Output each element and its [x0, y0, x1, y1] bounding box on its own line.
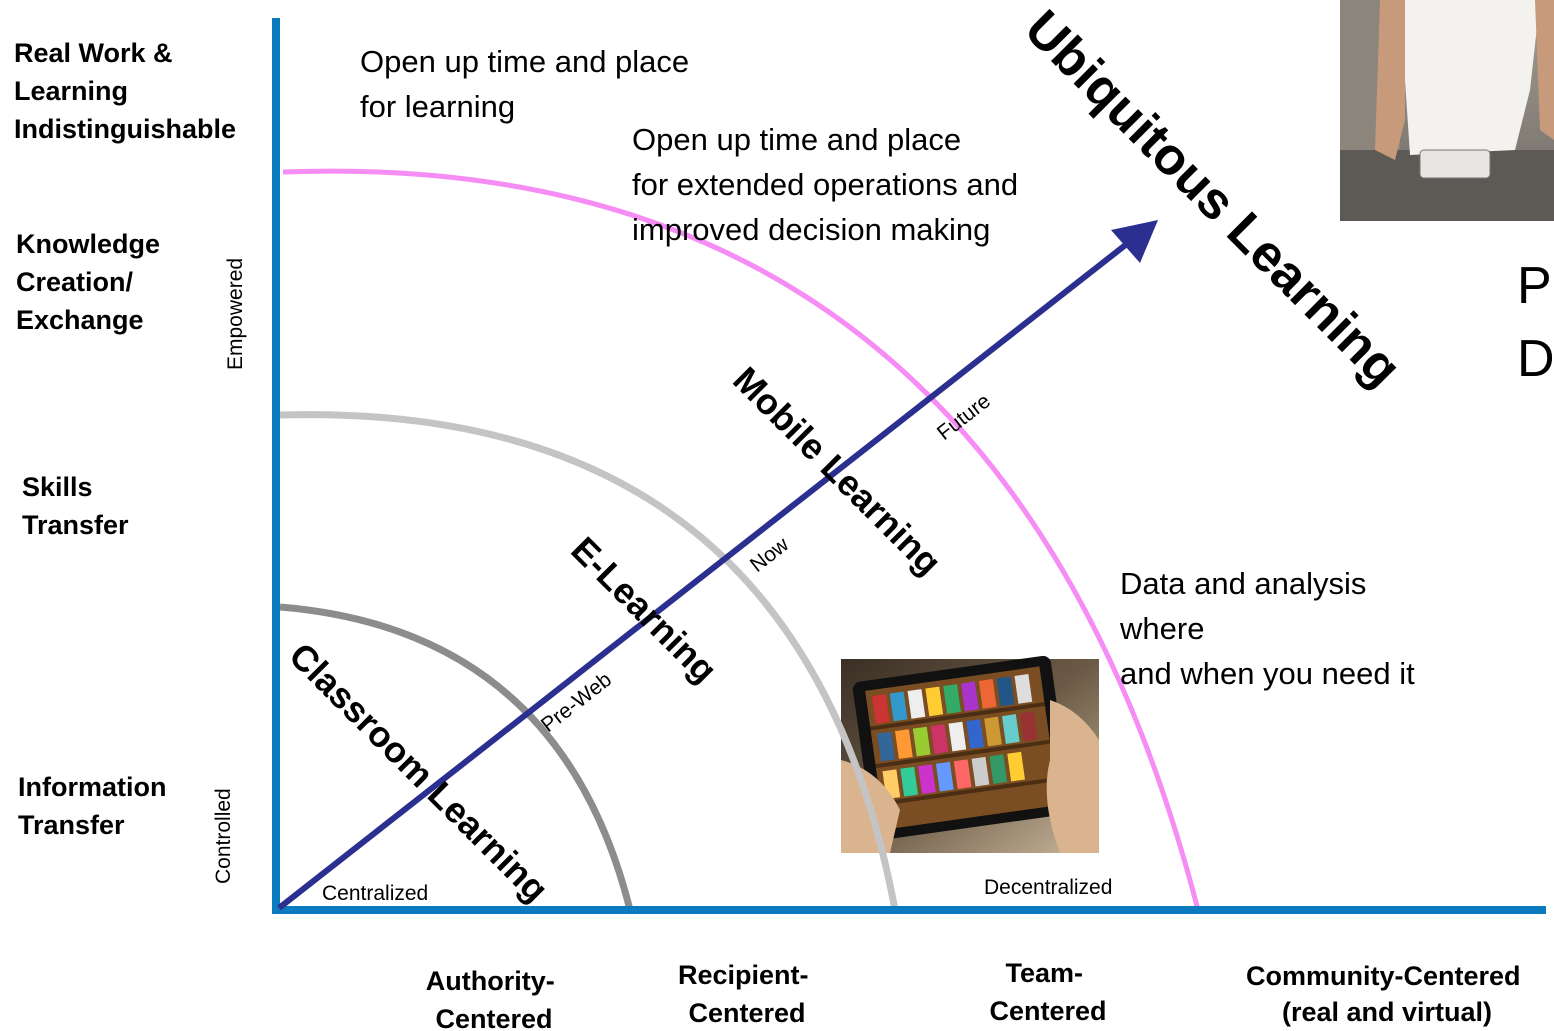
- mobile-arc: [282, 168, 1201, 911]
- x-level-authority: Authority- Centered: [426, 966, 563, 1031]
- x-level-team: Team- Centered: [989, 958, 1106, 1026]
- era-classroom-learning: Classroom Learning: [281, 635, 556, 910]
- x-axis-label-centralized: Centralized: [322, 882, 428, 905]
- y-level-knowledge: Knowledge Creation/ Exchange: [16, 229, 168, 335]
- cut-off-text: P D: [1517, 257, 1554, 388]
- note-data-analysis: Data and analysis where and when you nee…: [1119, 566, 1415, 691]
- tablet-photo: [841, 655, 1099, 853]
- classroom-arc: [279, 603, 634, 911]
- note-operations: Open up time and place for extended oper…: [632, 122, 1027, 247]
- y-level-information: Information Transfer: [18, 772, 174, 840]
- y-level-skills: Skills Transfer: [22, 472, 129, 540]
- x-level-recipient: Recipient- Centered: [678, 960, 816, 1028]
- y-level-real-work: Real Work & Learning Indistinguishable: [14, 38, 236, 144]
- arrowhead-icon: [1111, 220, 1158, 263]
- x-level-community: Community-Centered (real and virtual): [1246, 961, 1528, 1027]
- elearning-arc: [279, 411, 899, 911]
- x-axis-label-decentralized: Decentralized: [984, 876, 1112, 899]
- y-axis-label-controlled: Controlled: [212, 788, 235, 884]
- y-axis-label-empowered: Empowered: [224, 258, 247, 370]
- person-photo: [1340, 0, 1554, 221]
- progression-arrow: [277, 240, 1130, 911]
- note-learning: Open up time and place for learning: [360, 44, 698, 124]
